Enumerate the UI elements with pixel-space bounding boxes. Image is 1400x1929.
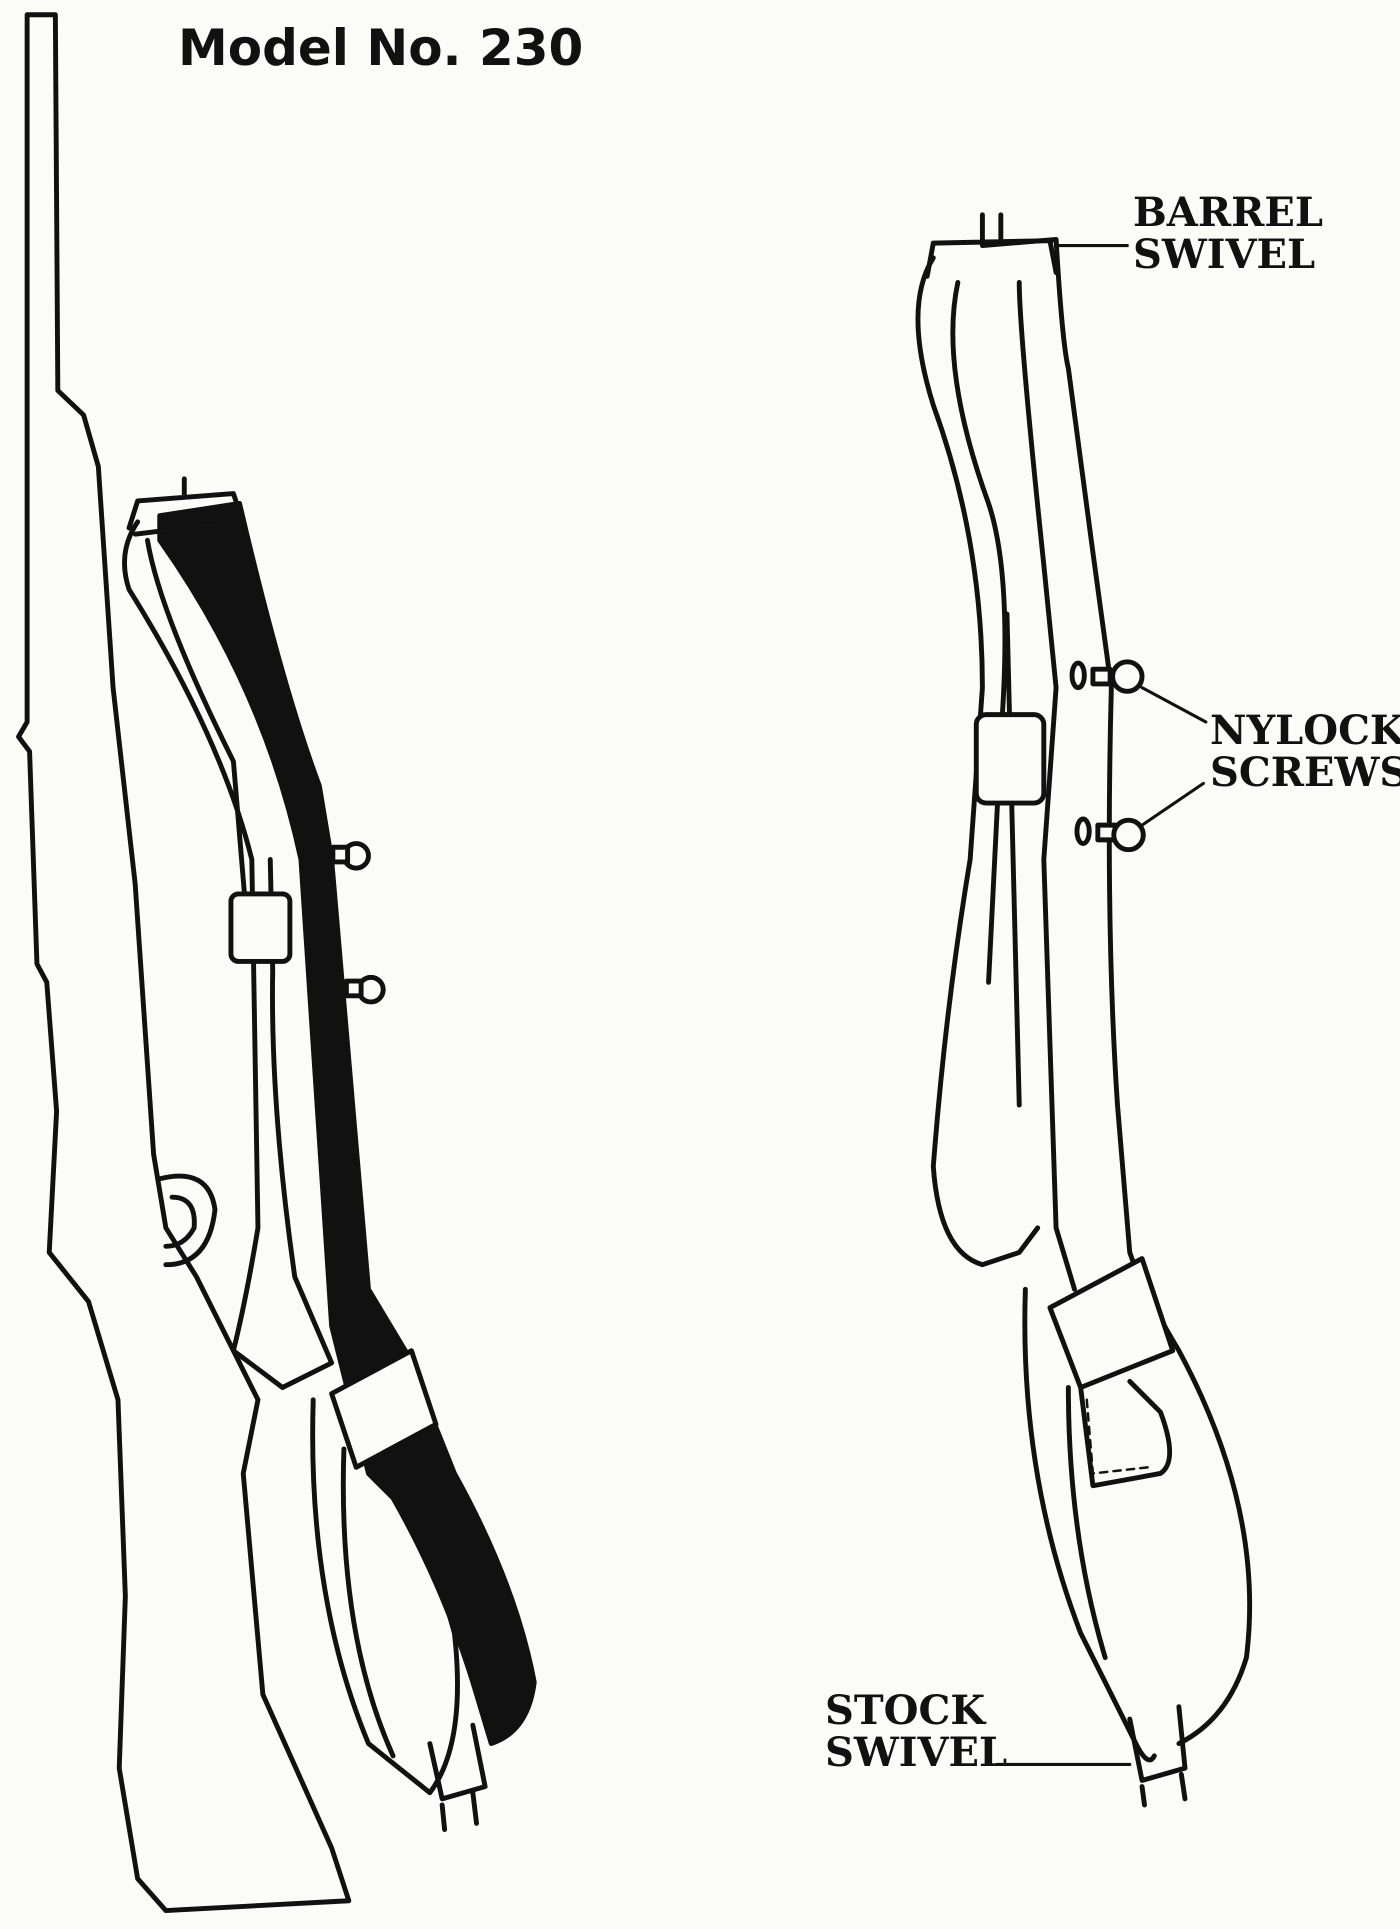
stock-swivel-label: STOCK SWIVEL	[825, 1690, 1007, 1774]
label-line: SWIVEL	[1133, 231, 1316, 278]
left-sling-loop	[122, 519, 335, 1390]
label-line: BARREL	[1133, 189, 1323, 236]
right-keeper-lower	[1047, 1256, 1176, 1390]
trigger-guard	[157, 1173, 218, 1268]
nylock-leader-2	[1140, 781, 1205, 827]
label-line: SWIVEL	[825, 1729, 1008, 1776]
right-stock-swivel	[1127, 1704, 1188, 1808]
left-keeper	[228, 891, 293, 964]
right-sling-loop	[915, 255, 1041, 1268]
right-nylock-screws	[1069, 659, 1146, 853]
nylock-leader-1	[1140, 686, 1208, 724]
stitching	[1085, 1398, 1150, 1475]
left-barrel-swivel	[126, 476, 244, 537]
right-keeper	[973, 712, 1047, 806]
left-keeper-lower	[329, 1348, 439, 1470]
rifle-outline	[16, 12, 352, 1914]
left-nylock-screws	[330, 841, 386, 1005]
left-stock-swivel	[427, 1722, 488, 1832]
nylock-screws-label: NYLOCK SCREWS	[1210, 710, 1400, 794]
right-white-strap	[979, 236, 1253, 1747]
right-barrel-swivel	[924, 212, 1059, 279]
right-lower-loop	[1022, 1286, 1173, 1763]
left-lower-loop	[310, 1397, 460, 1796]
label-line: STOCK	[825, 1687, 986, 1734]
label-line: NYLOCK	[1210, 707, 1400, 754]
model-title: Model No. 230	[178, 19, 584, 77]
black-strap	[157, 500, 537, 1747]
label-line: SCREWS	[1210, 749, 1400, 796]
barrel-swivel-label: BARREL SWIVEL	[1133, 192, 1323, 276]
